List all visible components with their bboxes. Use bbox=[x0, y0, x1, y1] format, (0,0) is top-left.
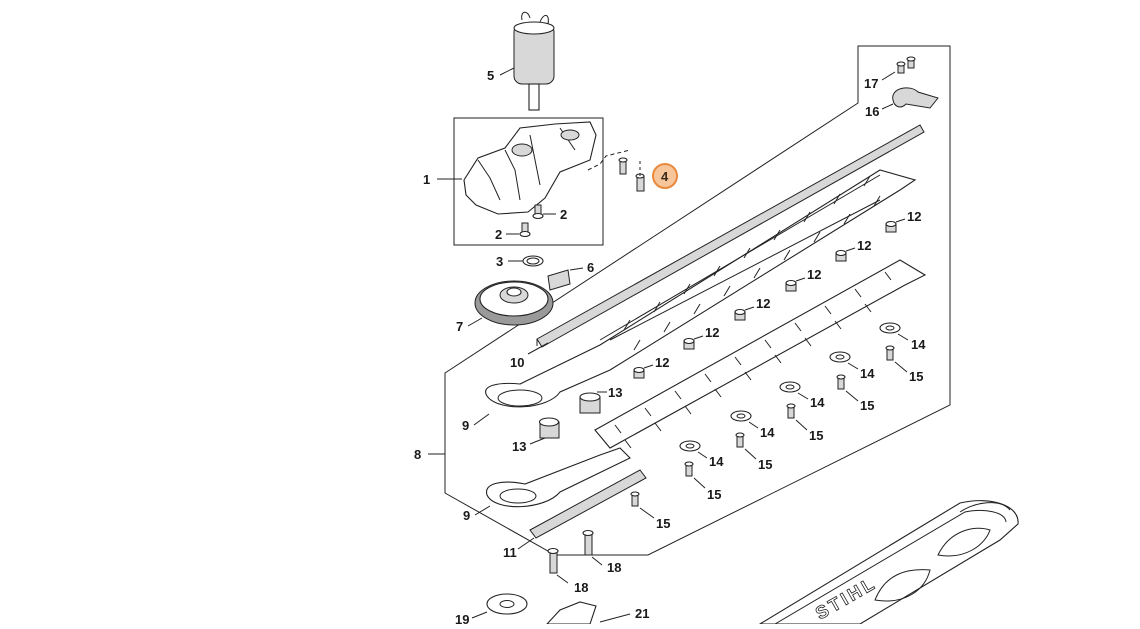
label-part-11: 11 bbox=[503, 545, 517, 560]
washer-part-14d bbox=[730, 410, 759, 429]
guide-bar-part-10 bbox=[527, 124, 925, 355]
bushing-part-12b bbox=[835, 247, 856, 262]
bolt-part-15d bbox=[735, 432, 757, 460]
label-part-3: 3 bbox=[496, 254, 503, 269]
blade-assembly-frame bbox=[444, 45, 951, 556]
screw-part-2b bbox=[506, 222, 531, 238]
gear-part-7 bbox=[467, 280, 554, 327]
bolt-part-15b bbox=[836, 374, 859, 402]
blade-guard: STIHL bbox=[758, 500, 1019, 625]
screw-part-17 bbox=[881, 56, 916, 81]
label-part-14b: 14 bbox=[860, 366, 875, 381]
label-part-15a: 15 bbox=[909, 369, 923, 384]
label-part-18a: 18 bbox=[607, 560, 621, 575]
clip-part-16 bbox=[881, 87, 939, 110]
spacer-part-13b bbox=[529, 417, 560, 445]
label-part-13a: 13 bbox=[608, 385, 622, 400]
label-part-7: 7 bbox=[456, 319, 463, 334]
label-part-9a: 9 bbox=[462, 418, 469, 433]
bushing-part-12d bbox=[734, 306, 755, 321]
label-part-21: 21 bbox=[635, 606, 649, 621]
label-part-13b: 13 bbox=[512, 439, 526, 454]
bolt-part-15e bbox=[684, 461, 706, 489]
label-part-19: 19 bbox=[455, 612, 469, 624]
label-part-18b: 18 bbox=[574, 580, 588, 595]
label-part-12f: 12 bbox=[655, 355, 669, 370]
bolt-part-15a bbox=[885, 345, 908, 373]
label-part-15e: 15 bbox=[707, 487, 721, 502]
bolt-part-18b bbox=[547, 547, 569, 584]
washer-part-14c bbox=[779, 381, 809, 400]
bolt-part-18a bbox=[582, 529, 603, 566]
highlight-callout-part-4[interactable] bbox=[652, 163, 678, 189]
label-part-12e: 12 bbox=[705, 325, 719, 340]
label-part-2a: 2 bbox=[560, 207, 567, 222]
lower-blade-part-9 bbox=[474, 447, 631, 516]
washer-part-14e bbox=[679, 440, 708, 459]
label-part-14e: 14 bbox=[709, 454, 724, 469]
label-part-8: 8 bbox=[414, 447, 421, 462]
label-part-6: 6 bbox=[587, 260, 594, 275]
label-part-12d: 12 bbox=[756, 296, 770, 311]
bushing-part-12e bbox=[683, 335, 704, 350]
label-part-12b: 12 bbox=[857, 238, 871, 253]
label-part-17: 17 bbox=[864, 76, 878, 91]
ring-part-3 bbox=[508, 255, 544, 267]
motor-part-5 bbox=[499, 11, 555, 111]
label-part-9b: 9 bbox=[463, 508, 470, 523]
label-part-15d: 15 bbox=[758, 457, 772, 472]
label-part-1: 1 bbox=[423, 172, 430, 187]
label-part-12a: 12 bbox=[907, 209, 921, 224]
label-part-4[interactable]: 4 bbox=[661, 169, 669, 184]
bushing-part-12a bbox=[885, 218, 906, 233]
gear-housing-box bbox=[453, 117, 604, 246]
label-part-12c: 12 bbox=[807, 267, 821, 282]
label-part-15f: 15 bbox=[656, 516, 670, 531]
screw-part-2a bbox=[532, 204, 556, 220]
gear-housing-part-1 bbox=[437, 121, 597, 215]
upper-blade-part-9 bbox=[473, 169, 917, 426]
bolt-part-15f bbox=[630, 491, 655, 519]
label-part-5: 5 bbox=[487, 68, 494, 83]
bushing-part-12f bbox=[633, 364, 654, 379]
washer-part-19 bbox=[471, 593, 528, 619]
plate-part-6 bbox=[547, 267, 584, 291]
spacer-part-13a bbox=[579, 391, 607, 414]
middle-blade bbox=[594, 259, 927, 449]
bushing-part-12c bbox=[785, 277, 806, 292]
label-part-14d: 14 bbox=[760, 425, 775, 440]
label-part-15b: 15 bbox=[860, 398, 874, 413]
screw-part-4 bbox=[587, 149, 645, 192]
label-part-15c: 15 bbox=[809, 428, 823, 443]
bar-part-11 bbox=[517, 469, 647, 550]
label-part-16: 16 bbox=[865, 104, 879, 119]
part-21 bbox=[545, 601, 631, 625]
washer-part-14b bbox=[829, 351, 859, 370]
washer-part-14a bbox=[879, 322, 909, 341]
label-part-14a: 14 bbox=[911, 337, 926, 352]
label-part-10: 10 bbox=[510, 355, 524, 370]
label-part-2b: 2 bbox=[495, 227, 502, 242]
bolt-part-15c bbox=[786, 403, 808, 431]
label-part-14c: 14 bbox=[810, 395, 825, 410]
